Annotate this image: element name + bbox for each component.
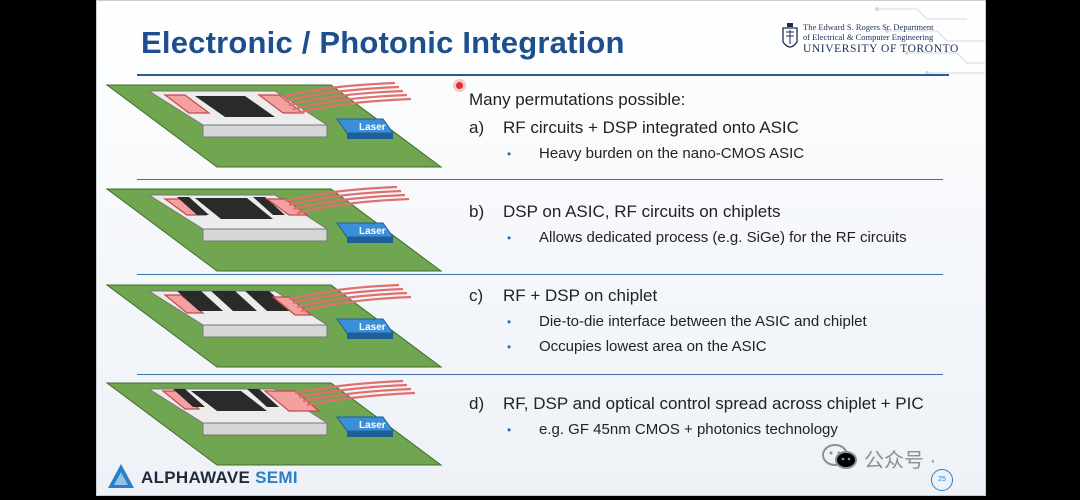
row-divider [137, 179, 943, 180]
university-logo: The Edward S. Rogers Sr. Department of E… [781, 20, 971, 60]
title-underline [137, 74, 949, 76]
page-number: 25 [931, 469, 953, 491]
department-line-1: The Edward S. Rogers Sr. Department [803, 22, 934, 32]
option-a-heading: RF circuits + DSP integrated onto ASIC [503, 118, 799, 137]
brand-primary: ALPHAWAVE [141, 468, 251, 487]
wechat-watermark: 公众号 · [820, 442, 980, 474]
option-d-heading: RF, DSP and optical control spread acros… [503, 394, 924, 413]
intro-line: Many permutations possible: [469, 90, 686, 109]
diagram-d: Laser [105, 379, 443, 466]
bullet-icon: • [507, 340, 512, 354]
wechat-icon [822, 444, 857, 469]
diagram-b: Laser [105, 185, 443, 272]
department-line-2: of Electrical & Computer Engineering [803, 32, 934, 42]
pointer-marker [456, 82, 463, 89]
option-a-letter: a) [469, 118, 485, 137]
brand-secondary: SEMI [255, 468, 298, 487]
slide: Electronic / Photonic Integration The Ed… [96, 0, 986, 496]
option-d-letter: d) [469, 394, 485, 413]
bullet-icon: • [507, 315, 512, 329]
option-c-letter: c) [469, 286, 484, 305]
bullet-icon: • [507, 423, 512, 437]
slide-title: Electronic / Photonic Integration [141, 25, 625, 60]
option-b-letter: b) [469, 202, 485, 221]
option-c-bullet-2: Occupies lowest area on the ASIC [539, 338, 767, 355]
alphawave-mark-icon [108, 464, 134, 488]
crest-icon [782, 23, 798, 48]
option-b-heading: DSP on ASIC, RF circuits on chiplets [503, 202, 781, 221]
option-a-bullet-1: Heavy burden on the nano-CMOS ASIC [539, 145, 805, 162]
watermark-text: 公众号 · [864, 450, 937, 472]
brand-name: ALPHAWAVE SEMI [141, 468, 298, 488]
laser-label: Laser [359, 322, 386, 333]
bullet-icon: • [507, 231, 512, 245]
row-divider [137, 274, 943, 275]
diagram-a: Laser [105, 81, 443, 168]
university-name: UNIVERSITY OF TORONTO [803, 43, 959, 55]
laser-label: Laser [359, 420, 386, 431]
option-b-bullet-1: Allows dedicated process (e.g. SiGe) for… [539, 229, 907, 246]
laser-label: Laser [359, 122, 386, 133]
row-divider [137, 374, 943, 375]
option-d-bullet-1: e.g. GF 45nm CMOS + photonics technology [539, 421, 838, 438]
alphawave-logo: ALPHAWAVE SEMI [107, 460, 337, 494]
option-c-heading: RF + DSP on chiplet [503, 286, 658, 305]
laser-label: Laser [359, 226, 386, 237]
diagram-c: Laser [105, 283, 443, 368]
bullet-icon: • [507, 147, 512, 161]
option-c-bullet-1: Die-to-die interface between the ASIC an… [539, 313, 867, 330]
